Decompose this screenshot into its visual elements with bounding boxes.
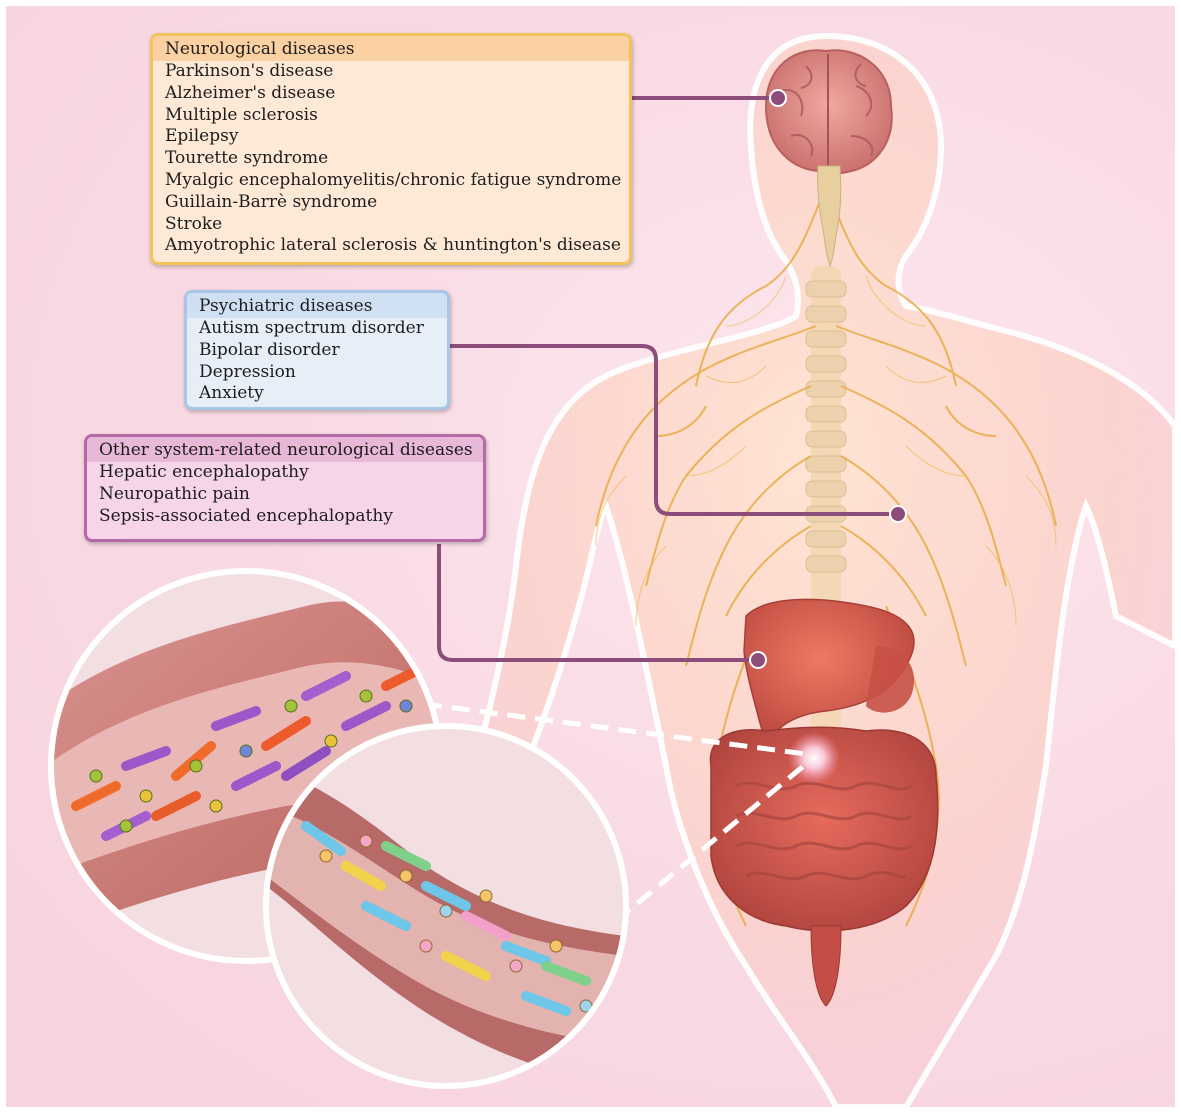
list-item: Alzheimer's disease xyxy=(165,83,617,105)
list-item: Guillain-Barrè syndrome xyxy=(165,192,617,214)
list-item: Epilepsy xyxy=(165,126,617,148)
diagram-canvas: Neurological diseases Parkinson's diseas… xyxy=(6,6,1175,1107)
psychiatric-diseases-title: Psychiatric diseases xyxy=(187,293,447,318)
list-item: Stroke xyxy=(165,214,617,236)
list-item: Multiple sclerosis xyxy=(165,105,617,127)
psychiatric-diseases-list: Autism spectrum disorder Bipolar disorde… xyxy=(187,318,447,411)
microbiota-zoom-circle-2 xyxy=(266,726,626,1086)
list-item: Neuropathic pain xyxy=(99,484,471,506)
list-item: Depression xyxy=(199,362,435,384)
list-item: Bipolar disorder xyxy=(199,340,435,362)
neurological-diseases-box: Neurological diseases Parkinson's diseas… xyxy=(150,33,632,265)
gut-highlight xyxy=(788,732,840,784)
other-neurological-diseases-box: Other system-related neurological diseas… xyxy=(84,434,486,542)
list-item: Parkinson's disease xyxy=(165,61,617,83)
list-item: Autism spectrum disorder xyxy=(199,318,435,340)
other-neurological-diseases-list: Hepatic encephalopathy Neuropathic pain … xyxy=(87,462,483,533)
list-item: Tourette syndrome xyxy=(165,148,617,170)
neurological-diseases-list: Parkinson's disease Alzheimer's disease … xyxy=(153,61,629,263)
neurological-diseases-title: Neurological diseases xyxy=(153,36,629,61)
other-neurological-diseases-title: Other system-related neurological diseas… xyxy=(87,437,483,462)
list-item: Myalgic encephalomyelitis/chronic fatigu… xyxy=(165,170,617,192)
list-item: Amyotrophic lateral sclerosis & huntingt… xyxy=(165,235,617,257)
list-item: Anxiety xyxy=(199,383,435,405)
list-item: Hepatic encephalopathy xyxy=(99,462,471,484)
list-item: Sepsis-associated encephalopathy xyxy=(99,506,471,528)
psychiatric-diseases-box: Psychiatric diseases Autism spectrum dis… xyxy=(184,290,450,410)
